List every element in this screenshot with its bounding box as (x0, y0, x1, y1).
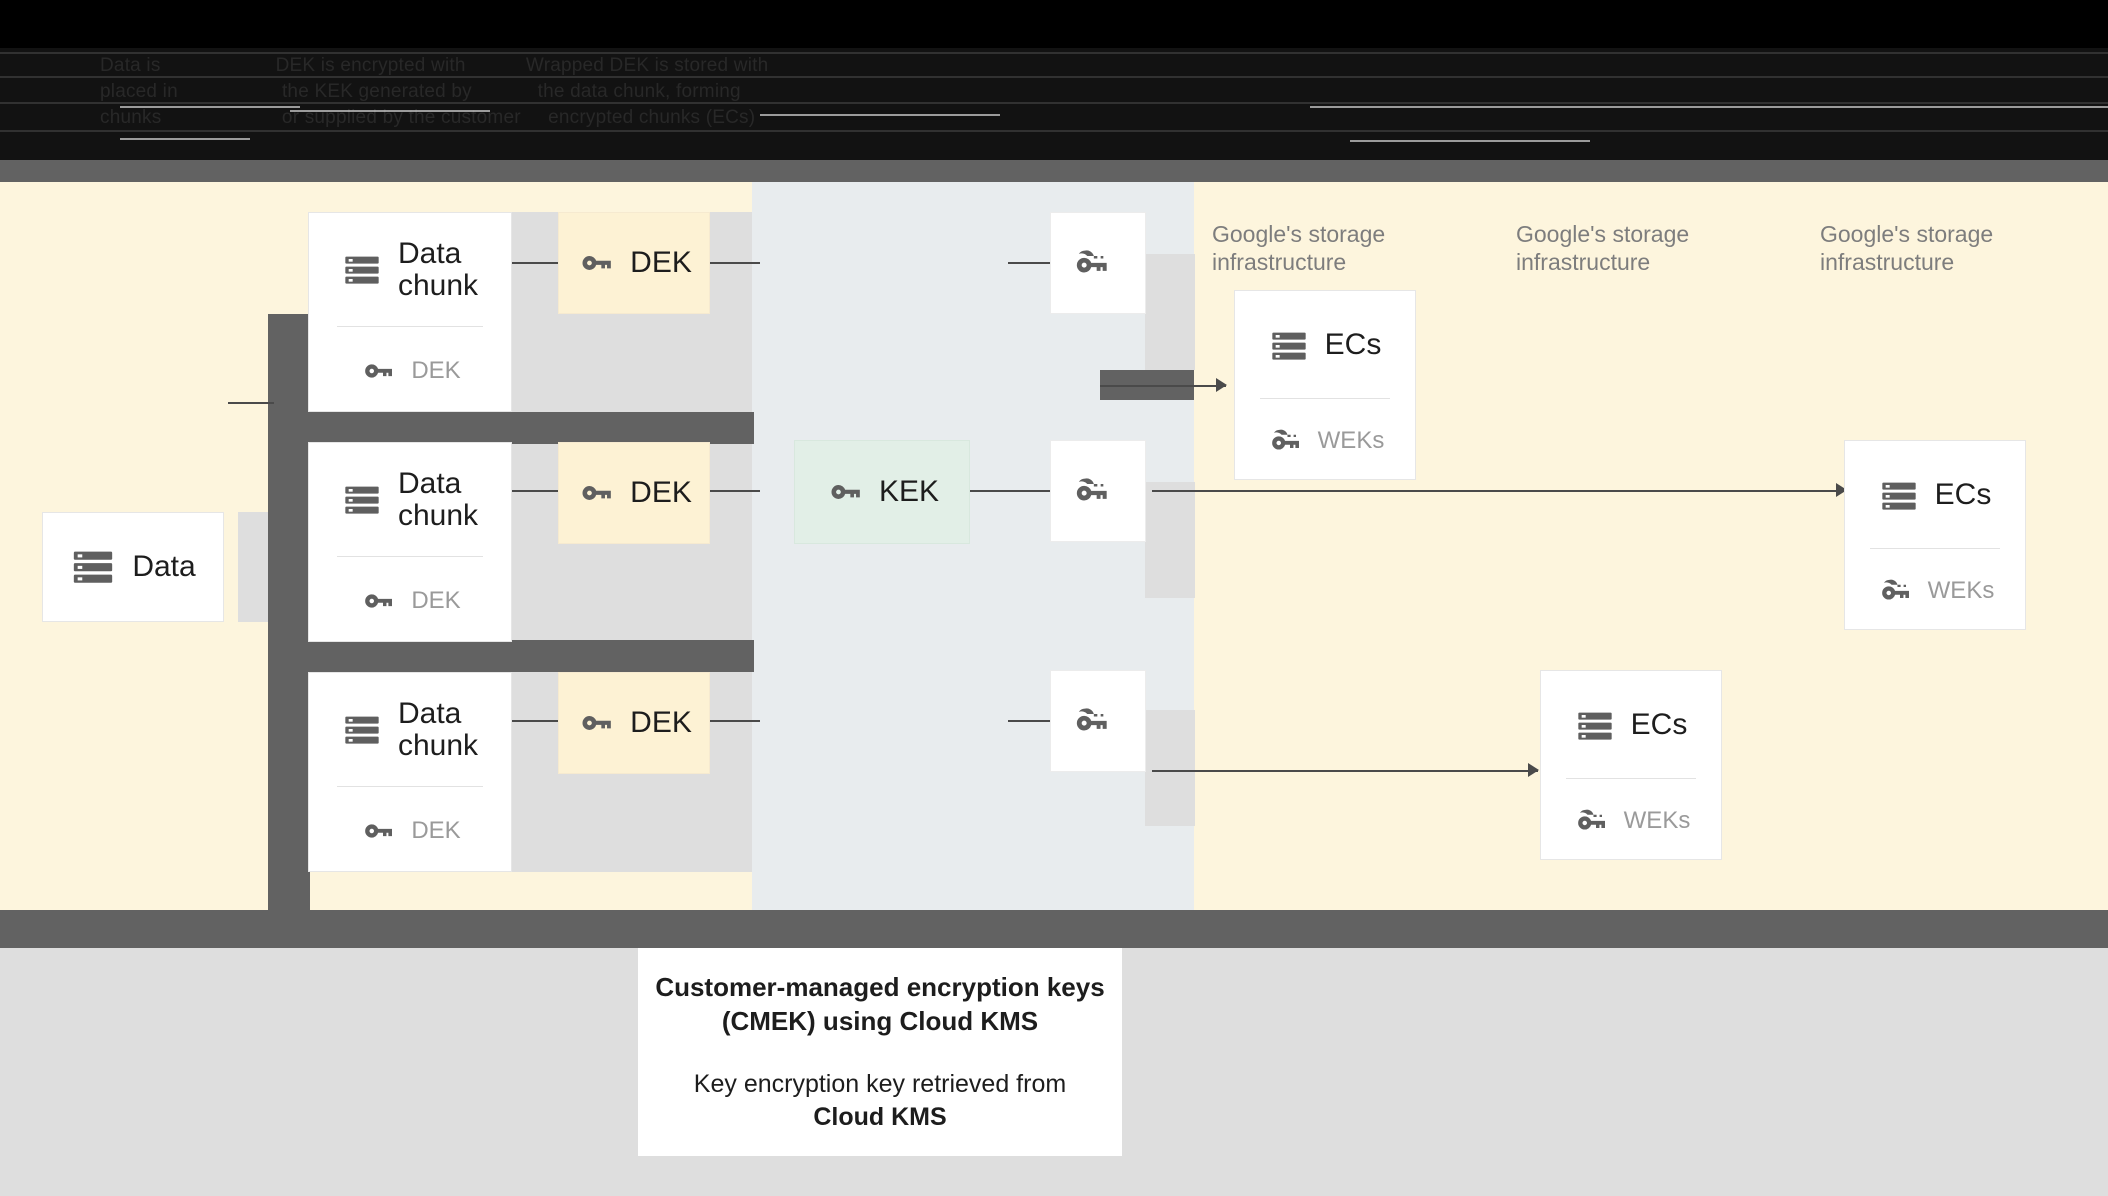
card-data-source[interactable]: Data (42, 512, 224, 622)
tile-dek-1-label: DEK (630, 246, 692, 279)
card-data-chunk-2-title: Data chunk (397, 467, 479, 533)
footer-area: Customer-managed encryption keys (CMEK) … (0, 948, 2108, 1196)
card-data-chunk-1-title: Data chunk (397, 237, 479, 303)
tile-wek-2[interactable] (1050, 440, 1146, 542)
double-key-icon (1070, 701, 1110, 741)
double-key-icon (1572, 803, 1608, 839)
top-banner-text-area: Data is DEK is encrypted with Wrapped DE… (0, 48, 2108, 168)
connector-kek-wek1 (1008, 262, 1052, 264)
storage-icon (70, 544, 116, 590)
connector-kek-wek2 (968, 490, 1052, 492)
connector-chunk2-dek (508, 490, 560, 492)
tile-wek-1[interactable] (1050, 212, 1146, 314)
legend-line-2-bold: Cloud KMS (813, 1103, 947, 1132)
gray-zone-wek-2 (1145, 482, 1195, 598)
key-icon (359, 583, 395, 619)
connector-source-to-spine (228, 402, 274, 404)
card-ecs-1-key-label: WEKs (1317, 427, 1385, 455)
card-data-chunk-3[interactable]: Data chunk DEK (308, 672, 512, 872)
storage-icon (342, 480, 382, 520)
key-icon (359, 813, 395, 849)
banner-line-3: chunks or supplied by the customer encry… (100, 107, 756, 128)
legend-line-1: Customer-managed encryption keys (CMEK) … (655, 971, 1105, 1036)
column-caption-3: Google's storage infrastructure (1820, 221, 1994, 275)
key-icon (576, 704, 614, 742)
storage-icon (1575, 706, 1615, 746)
tree-stub-2 (268, 640, 754, 672)
arrowhead-ec2 (1836, 483, 1847, 497)
storage-icon (342, 250, 382, 290)
connector-wek3-ec3 (1152, 770, 1538, 772)
arrowhead-ec3 (1528, 763, 1539, 777)
card-data-chunk-3-key-label: DEK (411, 817, 461, 845)
legend-line-2: Key encryption key retrieved from Cloud … (694, 1068, 1066, 1134)
diagram-canvas: Data Data chunk (0, 182, 2108, 950)
card-data-chunk-3-title: Data chunk (397, 697, 479, 763)
arrowhead-ec1 (1216, 378, 1227, 392)
double-key-icon (1876, 573, 1912, 609)
tile-dek-2[interactable]: DEK (558, 442, 710, 544)
card-ecs-1[interactable]: ECs WEKs (1234, 290, 1416, 480)
connector-dek2-kek (708, 490, 760, 492)
card-data-chunk-1-key-label: DEK (411, 357, 461, 385)
double-key-icon (1070, 471, 1110, 511)
column-caption-2: Google's storage infrastructure (1516, 221, 1690, 275)
storage-icon (1269, 326, 1309, 366)
top-banner: Data is DEK is encrypted with Wrapped DE… (0, 0, 2108, 168)
card-data-chunk-2[interactable]: Data chunk DEK (308, 442, 512, 642)
connector-dek1-kek (708, 262, 760, 264)
banner-separator-bar (0, 160, 2108, 182)
banner-line-1: Data is DEK is encrypted with Wrapped DE… (100, 55, 769, 76)
tile-dek-3[interactable]: DEK (558, 672, 710, 774)
connector-chunk1-dek (508, 262, 560, 264)
card-data-chunk-2-key-label: DEK (411, 587, 461, 615)
key-icon (576, 474, 614, 512)
legend-box: Customer-managed encryption keys (CMEK) … (638, 948, 1122, 1156)
canvas-separator-bar (0, 910, 2108, 948)
connector-dek3-kek (708, 720, 760, 722)
key-icon (576, 244, 614, 282)
connector-kek-wek3 (1008, 720, 1052, 722)
key-icon (825, 473, 863, 511)
tile-kek[interactable]: KEK (794, 440, 970, 544)
tile-wek-3[interactable] (1050, 670, 1146, 772)
gray-zone-wek-1 (1145, 254, 1195, 370)
card-ecs-2-title: ECs (1934, 478, 1992, 512)
legend-line-2-prefix: Key encryption key retrieved from (693, 1070, 1067, 1099)
tile-dek-3-label: DEK (630, 706, 692, 739)
card-ecs-3-title: ECs (1630, 708, 1688, 742)
column-caption-1: Google's storage infrastructure (1212, 221, 1386, 275)
card-ecs-2-key-label: WEKs (1927, 577, 1995, 605)
connector-wek2-ec2 (1152, 490, 1848, 492)
double-key-icon (1266, 423, 1302, 459)
tile-dek-2-label: DEK (630, 476, 692, 509)
card-data-chunk-1[interactable]: Data chunk DEK (308, 212, 512, 412)
banner-line-2: placed in the KEK generated by the data … (100, 81, 741, 102)
card-ecs-3[interactable]: ECs WEKs (1540, 670, 1722, 860)
key-icon (359, 353, 395, 389)
storage-icon (1879, 476, 1919, 516)
tree-spine (268, 314, 310, 950)
double-key-icon (1070, 243, 1110, 283)
connector-chunk3-dek (508, 720, 560, 722)
card-ecs-2[interactable]: ECs WEKs (1844, 440, 2026, 630)
gray-zone-wek-3 (1145, 710, 1195, 826)
card-ecs-3-key-label: WEKs (1623, 807, 1691, 835)
card-data-source-title: Data (132, 549, 196, 583)
tile-dek-1[interactable]: DEK (558, 212, 710, 314)
tree-stub-1 (268, 412, 754, 444)
storage-icon (342, 710, 382, 750)
tile-kek-label: KEK (878, 475, 940, 508)
connector-wek1-ec1 (1100, 385, 1226, 387)
card-ecs-1-title: ECs (1324, 328, 1382, 362)
